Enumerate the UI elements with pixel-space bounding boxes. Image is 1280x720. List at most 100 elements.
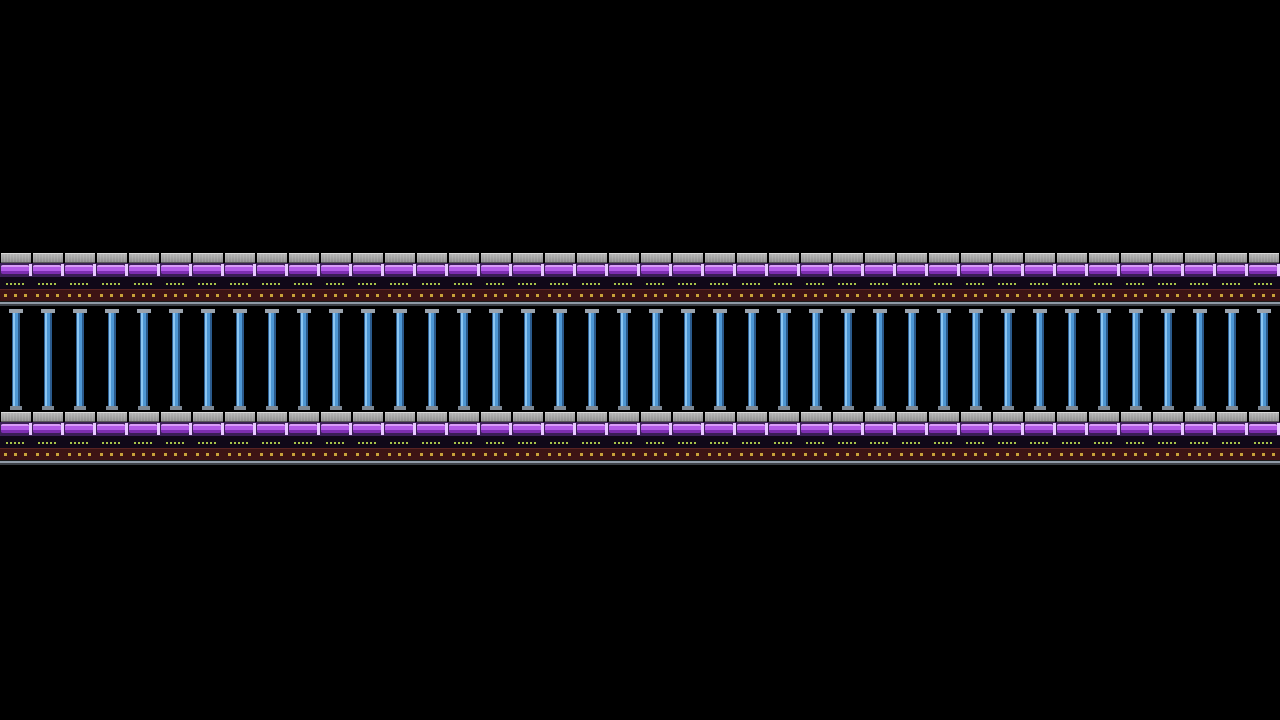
pillar-tile (160, 309, 192, 410)
pillar-tile (992, 309, 1024, 410)
pipe-wall-tile (672, 412, 704, 465)
pipe-wall-tile (928, 412, 960, 465)
pillar-tile (1120, 309, 1152, 410)
pipe-wall-tile (416, 253, 448, 306)
pipe-wall-tile (832, 412, 864, 465)
pillar-tile (0, 309, 32, 410)
pipe-wall-tile (896, 412, 928, 465)
pillar-tile (1056, 309, 1088, 410)
pillar-tile (640, 309, 672, 410)
pipe-wall-tile (864, 412, 896, 465)
pipe-wall-tile (96, 412, 128, 465)
pipe-wall-tile (896, 253, 928, 306)
pipe-wall-tile (1152, 412, 1184, 465)
pillar-tile (288, 309, 320, 410)
pillar-tile (32, 309, 64, 410)
pillar-tile (736, 309, 768, 410)
pipe-wall-tile (160, 412, 192, 465)
pipe-wall-tile (736, 253, 768, 306)
pillar-tile (64, 309, 96, 410)
pipe-wall-tile (544, 412, 576, 465)
pipe-wall-tile (864, 253, 896, 306)
pipe-wall-tile (576, 412, 608, 465)
pipe-wall-tile (0, 412, 32, 465)
pillar-tile (352, 309, 384, 410)
pipe-wall-tile (1024, 412, 1056, 465)
pillar-tile (224, 309, 256, 410)
pipe-wall-tile (640, 412, 672, 465)
pipe-wall-tile (704, 412, 736, 465)
pipe-wall-tile (1216, 253, 1248, 306)
pipe-wall-tile (512, 412, 544, 465)
pipe-wall-tile (448, 253, 480, 306)
pipe-wall-tile (256, 253, 288, 306)
pillar-tile (928, 309, 960, 410)
pipe-wall-tile (224, 253, 256, 306)
pillar-tile (544, 309, 576, 410)
pipe-wall-tile (416, 412, 448, 465)
pillar-tile (864, 309, 896, 410)
pipe-wall-tile (224, 412, 256, 465)
pipe-wall-tile (928, 253, 960, 306)
pillar-tile (896, 309, 928, 410)
pillar-tile (672, 309, 704, 410)
pipe-wall-tile (352, 412, 384, 465)
pipe-wall-tile (128, 253, 160, 306)
pillar-tile (704, 309, 736, 410)
column-row (0, 309, 1280, 410)
pillar-tile (448, 309, 480, 410)
pipe-wall-tile (608, 412, 640, 465)
pipe-wall-tile (832, 253, 864, 306)
pillar-tile (832, 309, 864, 410)
pillar-tile (128, 309, 160, 410)
pillar-tile (512, 309, 544, 410)
lower-wall-band (0, 412, 1280, 465)
pipe-wall-tile (0, 253, 32, 306)
pillar-tile (320, 309, 352, 410)
pillar-tile (192, 309, 224, 410)
pillar-tile (1216, 309, 1248, 410)
pillar-tile (256, 309, 288, 410)
pipe-wall-tile (160, 253, 192, 306)
pipe-wall-tile (64, 253, 96, 306)
pipe-wall-tile (256, 412, 288, 465)
pipe-wall-tile (992, 412, 1024, 465)
pipe-wall-tile (768, 253, 800, 306)
pipe-wall-tile (1120, 412, 1152, 465)
pipe-wall-tile (1248, 253, 1280, 306)
pipe-wall-tile (768, 412, 800, 465)
pipe-wall-tile (32, 253, 64, 306)
pipe-wall-tile (544, 253, 576, 306)
pillar-tile (384, 309, 416, 410)
pipe-wall-tile (1056, 412, 1088, 465)
pipe-wall-tile (512, 253, 544, 306)
pipe-wall-tile (1216, 412, 1248, 465)
pillar-tile (1184, 309, 1216, 410)
pillar-tile (608, 309, 640, 410)
pipe-wall-tile (480, 253, 512, 306)
pipe-wall-tile (608, 253, 640, 306)
pillar-tile (96, 309, 128, 410)
pipe-wall-tile (960, 253, 992, 306)
pillar-tile (960, 309, 992, 410)
pipe-wall-tile (800, 253, 832, 306)
pillar-tile (1152, 309, 1184, 410)
pillar-tile (1088, 309, 1120, 410)
pipe-wall-tile (736, 412, 768, 465)
pipe-wall-tile (192, 253, 224, 306)
pipe-wall-tile (384, 253, 416, 306)
pipe-wall-tile (1184, 412, 1216, 465)
pipe-wall-tile (1184, 253, 1216, 306)
pipe-wall-tile (64, 412, 96, 465)
pipe-wall-tile (1120, 253, 1152, 306)
pillar-tile (1248, 309, 1280, 410)
pillar-tile (800, 309, 832, 410)
pipe-wall-tile (576, 253, 608, 306)
pipe-wall-tile (320, 412, 352, 465)
pillar-tile (1024, 309, 1056, 410)
upper-wall-band (0, 253, 1280, 306)
pipe-wall-tile (384, 412, 416, 465)
pipe-wall-tile (960, 412, 992, 465)
pipe-wall-tile (448, 412, 480, 465)
pipe-wall-tile (1024, 253, 1056, 306)
